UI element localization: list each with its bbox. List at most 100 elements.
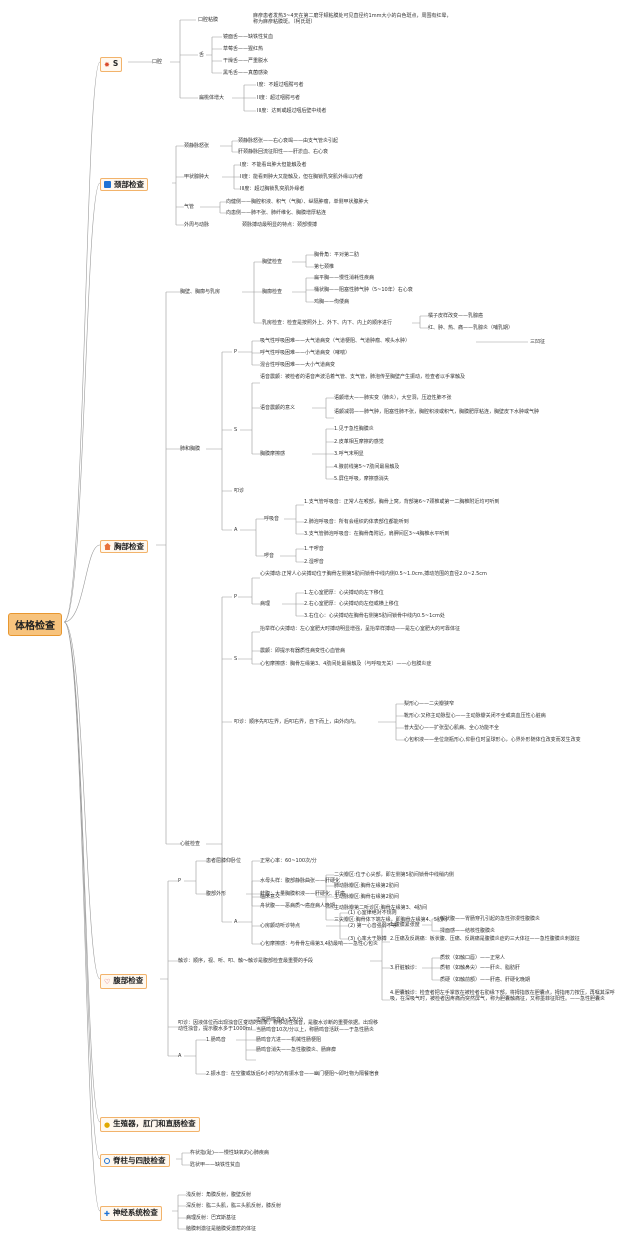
fremitus-item: 语颤减弱——肺气肿，阻塞性肺不张，胸腔积液或积气，胸膜肥厚粘连，胸壁皮下水肿或气… [334, 409, 540, 415]
node-lung: 肺和胸膜 [180, 446, 201, 452]
node-mucosa-desc: 麻疹患者发热3~4天在第二磨牙颊粘膜处可见直径约1mm大小的白色斑点，周围有红晕… [253, 13, 452, 25]
node-fremitus-sig: 语音震颤的意义 [260, 405, 296, 411]
node-trachea: 气管 [184, 204, 195, 210]
rebound-desc: 2.压痛及反跳痛：板状腹、压痛、反跳痛是腹膜炎症的三大体征——急性腹膜炎刺激征 [390, 936, 580, 942]
area-item: 主动脉瓣第二听诊区:胸骨左缘第3、4肋间 [334, 905, 428, 911]
abd-position: 患者屈膝仰卧位 [206, 858, 242, 864]
flag-icon [104, 181, 111, 188]
heart-shape-item: 普大型心——扩张型心肌病、全心功能不全 [404, 725, 500, 731]
branch-abdomen[interactable]: ♡腹部检查 [100, 974, 148, 989]
rub-item: 3.呼气末明显 [334, 451, 364, 457]
spine-item: 匙状甲——缺铁性贫血 [190, 1162, 241, 1168]
breath-item: 1.支气管呼吸音：正常人在喉部，胸骨上窝，背部第6~7颈椎或第一二胸椎附近均可听… [304, 499, 500, 505]
node-rales: 啰音 [264, 553, 275, 559]
tools-icon: ✸ [104, 61, 110, 69]
heart-shape-item: 心包积液——坐位烧瓶形心,仰卧位时呈球形心，心界外形随体位改变而发生改变 [404, 737, 581, 743]
bowel-item: 肠鸣音亢进——机械性肠梗阻 [256, 1037, 322, 1043]
branch-genital[interactable]: ●生殖器，肛门和直肠检查 [100, 1117, 200, 1132]
node-auscultation-area: 临床意义 [260, 894, 281, 900]
branch-neck[interactable]: 颈部检查 [100, 178, 148, 191]
rub-item: 4.腋前线第5~7肋间最易触及 [334, 464, 400, 470]
lung-p-item: 呼气性呼吸困难——小气道病变（哮喘） [260, 350, 351, 356]
root-node[interactable]: 体格检查 [8, 613, 62, 636]
lightbulb-icon: ● [104, 1121, 111, 1129]
node-abd-p: P [178, 878, 182, 884]
node-tension: 1.腹膜紧张度 [390, 922, 420, 928]
jugular-item: 肝颈静脉回流征阳性——肝淤血、右心衰 [238, 149, 329, 155]
breast-item: 橘子皮样改变——乳腺癌 [428, 313, 484, 319]
tension-item: 揉面感——结核性腹膜炎 [440, 928, 496, 934]
tonsil-item: I度：不超过咽腭弓者 [257, 82, 304, 88]
af-item: (2) 第一心音强弱不等 [348, 923, 397, 929]
thorax-item: 桶状胸——阻塞性肺气肿（5~10年）右心衰 [314, 287, 413, 293]
branch-nerve[interactable]: ✚神经系统检查 [100, 1206, 162, 1221]
node-jugular: 颈静脉怒张 [184, 143, 210, 149]
node-lung-percussion: 叩诊 [234, 488, 245, 494]
heart-s-item: 震颤：即提示有器质性病变性心血管病 [260, 648, 346, 654]
branch-head[interactable]: ✸S [100, 57, 123, 72]
node-abd-palpation: 触诊：顺序，视、听、叩、触～触诊是腹部检查最重要的手段 [178, 958, 314, 964]
pulse-desc: 颈脉搏动最明显的特点：颈部慢搏 [242, 222, 318, 228]
trachea-item: 向健侧——胸腔积液、积气（气胸）、纵隔肿瘤，单侧甲状腺肿大 [226, 199, 369, 205]
thyroid-item: II度：能看到肿大又能触及，但在胸锁乳突肌外缘以内者 [240, 174, 363, 180]
area-item: 主动脉瓣区:胸骨右缘第2肋间 [334, 894, 399, 900]
abd-shape-item: 蛙腹：大量胸膜积液——肝硬化、肝癌 [260, 891, 346, 897]
heart-rate: 正常心率：60~100次/分 [260, 858, 317, 864]
bowel-item: 当肠鸣音10次/分以上，称肠鸣音活跃——于急性肠炎 [256, 1027, 375, 1033]
thorax-item: 扁平胸——慢性消耗性疾病 [314, 275, 375, 281]
liver-item: 质软（如触口唇）——正常人 [440, 955, 506, 961]
tonsil-item: III度：达到或超过咽后壁中线者 [257, 108, 327, 114]
lung-p-item: 混合性呼吸困难——大小气道病变 [260, 362, 336, 368]
breath-item: 2.肺泡呼吸音：所有会组织的体表部位都能听到 [304, 519, 409, 525]
node-mouth: 口腔 [152, 59, 163, 65]
bowel-item: 肠鸣音消失——急性腹膜炎、肠麻痹 [256, 1047, 337, 1053]
node-breast: 乳房检查：检查是按照外上、外下、内下、内上的顺序进行 [262, 320, 393, 326]
node-heart-path: 病理 [260, 601, 271, 607]
node-pleural-rub: 胸膜摩擦感 [260, 451, 286, 457]
nerve-item: 浅反射：角膜反射，腹壁反射 [186, 1192, 252, 1198]
wall-item: 胸骨角：平对第二肋 [314, 252, 360, 258]
spine-item: 杵状指(趾)——慢性缺氧的心肺疾病 [190, 1150, 269, 1156]
node-mucosa: 口腔粘膜 [198, 17, 219, 23]
nerve-item: 脑膜刺激征是脑膜受激惹的体征 [186, 1226, 257, 1232]
liver-item: 质韧（如触鼻尖）——肝炎、脂肪肝 [440, 965, 521, 971]
nerve-item: 病理反射：巴宾斯基征 [186, 1215, 237, 1221]
tension-item: 板状腹——胃肠穿孔引起的急性弥漫性腹膜炎 [440, 916, 541, 922]
tongue-item: 镜面舌——缺铁性贫血 [223, 34, 274, 40]
thyroid-item: III度：超过胸锁乳突肌外缘者 [240, 186, 305, 192]
node-af: 心房颤动听诊特点 [260, 923, 301, 929]
heart-icon: ♡ [104, 978, 111, 986]
liver-item: 质硬（如触前额）——肝癌、肝硬化晚期 [440, 977, 531, 983]
node-lung-s: S [234, 427, 238, 433]
node-tongue: 舌 [199, 52, 205, 58]
node-tonsil: 扁桃体增大 [199, 95, 225, 101]
rub-item: 1.见于急性胸膜炎 [334, 426, 374, 432]
node-heart-percussion: 叩诊：顺序先叩左界，后叩右界，自下而上，由外向内。 [234, 719, 360, 725]
node-liver: 3.肝脏触诊： [390, 965, 420, 971]
rales-item: 2.湿啰音 [304, 559, 324, 565]
node-heart-p: P [234, 594, 238, 600]
tongue-item: 干燥舌——严重脱水 [223, 58, 269, 64]
refresh-icon [104, 1158, 110, 1164]
gallbladder-desc: 4.胆囊触诊：检查者把左手掌放在被检者右肋缘下部，将拇指放在胆囊点，拇指用力按压… [390, 990, 615, 1002]
three-concave-sign: 三凹征 [530, 339, 546, 345]
node-thyroid: 甲状腺肿大 [184, 174, 210, 180]
abd-shape-item: 水母头样：腹部静脉曲张——肝硬化 [260, 878, 341, 884]
area-item: 二尖瓣区:位于心尖部，即左侧第5肋间锁骨中线稍内侧 [334, 872, 454, 878]
heart-path-item: 3.右位心：心尖搏动在胸骨右侧第5肋间锁骨中线内0.5~1cm处 [304, 613, 445, 619]
branch-chest[interactable]: 胸部检查 [100, 540, 148, 553]
node-abd-a: A [178, 1053, 182, 1059]
sparkle-icon: ✚ [104, 1210, 110, 1218]
af-item: (3) 心率大于脉搏 [348, 936, 387, 942]
heart-path-item: 1.左心室肥厚：心尖搏动向左下移位 [304, 590, 384, 596]
branch-spine[interactable]: 脊柱与四肢检查 [100, 1154, 170, 1167]
apex-desc: 心尖搏动:正常人心尖搏动位于胸骨左侧第5肋间锁骨中线内侧0.5~1.0cm,搏动… [260, 571, 487, 577]
node-lung-p: P [234, 349, 238, 355]
thorax-item: 鸡胸——佝偻病 [314, 299, 350, 305]
rub-item: 2.皮革相互摩擦的感觉 [334, 439, 384, 445]
trachea-item: 向患侧——肺不张、肺纤维化、胸膜增厚粘连 [226, 210, 327, 216]
rub-item: 5.屏住呼吸，摩擦感消失 [334, 476, 389, 482]
node-breath: 呼吸音 [264, 516, 280, 522]
